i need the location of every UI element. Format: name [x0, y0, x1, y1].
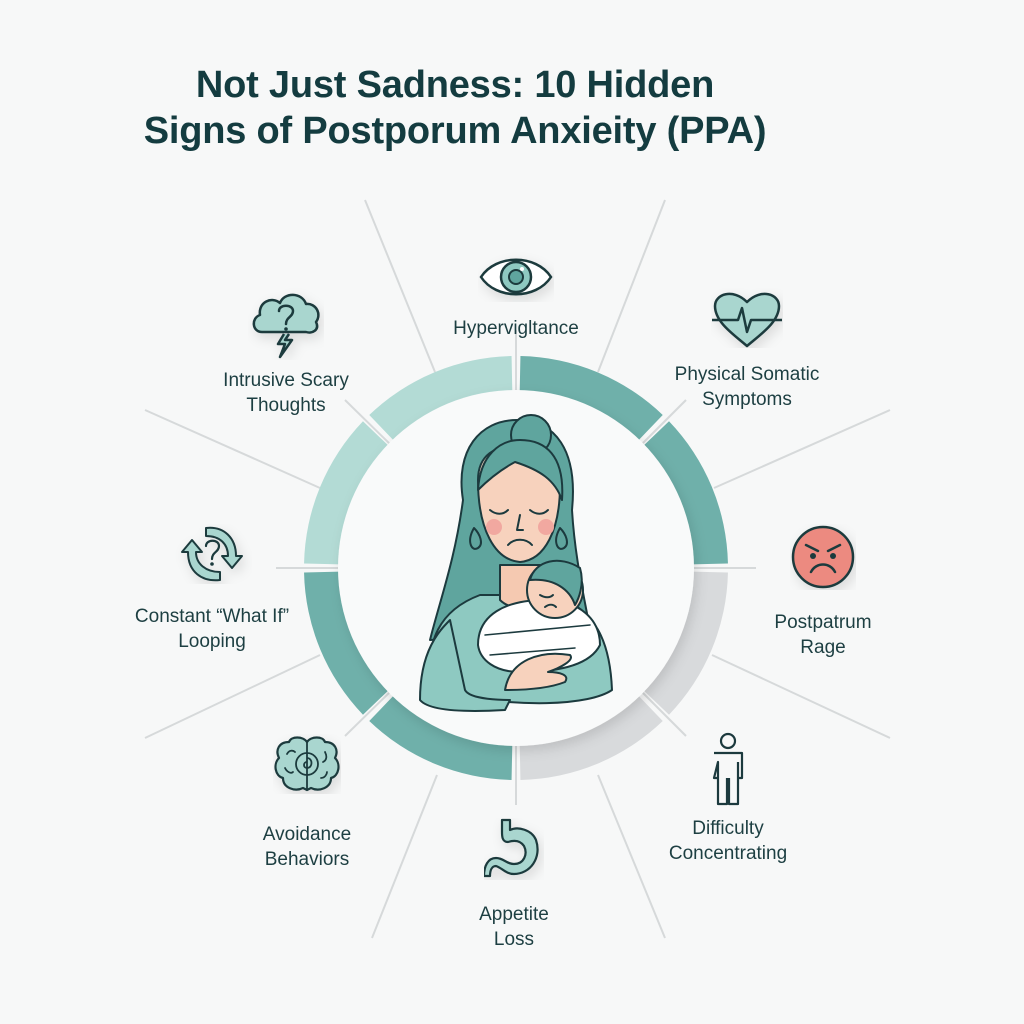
sign-difficulty-concentrating: Difficulty Concentrating	[618, 732, 838, 866]
mother-baby-illustration	[419, 414, 613, 712]
ring-segment-top-right	[519, 356, 663, 441]
sign-what-if-looping: Constant “What If” Looping	[102, 524, 322, 654]
sign-label-1: Physical Somatic	[674, 364, 820, 385]
page-title: Not Just Sadness: 10 Hidden Signs of Pos…	[0, 62, 910, 154]
ring-segment-bottom-right	[519, 695, 663, 780]
heart-pulse-icon	[712, 292, 782, 348]
cloud-question-lightning-icon	[252, 293, 320, 359]
eye-icon	[479, 258, 553, 296]
person-icon	[712, 732, 744, 806]
ring-segment-top-left	[369, 356, 513, 441]
sign-label-2: Loss	[493, 929, 535, 950]
title-line-2: Signs of Postporum Anxieity (PPA)	[143, 110, 767, 152]
sign-physical-somatic: Physical Somatic Symptoms	[637, 288, 857, 412]
angry-face-icon	[791, 525, 855, 589]
sign-label-1: Intrusive Scary	[223, 370, 349, 391]
stomach-icon	[484, 818, 539, 878]
sign-label-1: Difficulty	[692, 818, 764, 839]
cycle-question-icon	[181, 526, 243, 582]
sign-intrusive-thoughts: Intrusive Scary Thoughts	[176, 284, 396, 418]
ring-segment-left-upper	[304, 421, 389, 565]
ring-segment-bottom-left	[369, 695, 513, 780]
sign-label-2: Concentrating	[668, 843, 788, 864]
ring-segment-left-lower	[304, 571, 389, 715]
sign-label-1: Constant “What If”	[134, 606, 290, 627]
sign-appetite-loss: Appetite Loss	[404, 818, 624, 952]
sign-postpartum-rage: Postpatrum Rage	[713, 524, 933, 660]
radial-lines	[144, 199, 891, 939]
ring-segment-right-upper	[643, 421, 728, 565]
sign-avoidance-behaviors: Avoidance Behaviors	[197, 734, 417, 872]
sign-label-2: Looping	[178, 631, 246, 652]
sign-label-1: Avoidance	[262, 824, 352, 845]
sign-label-1: Appetite	[479, 904, 549, 925]
sign-label-2: Rage	[800, 637, 846, 658]
sign-label-2: Behaviors	[264, 849, 350, 870]
sign-label: Hypervigltance	[453, 318, 579, 339]
sign-label-2: Symptoms	[702, 389, 792, 410]
brain-icon	[274, 736, 340, 792]
title-line-1: Not Just Sadness: 10 Hidden	[195, 64, 715, 106]
ring-segments	[304, 356, 728, 780]
sign-hypervigilance: Hypervigltance	[406, 252, 626, 341]
ring-segment-right-lower	[643, 571, 728, 715]
sign-label-2: Thoughts	[246, 395, 326, 416]
sign-label-1: Postpatrum	[774, 612, 872, 633]
